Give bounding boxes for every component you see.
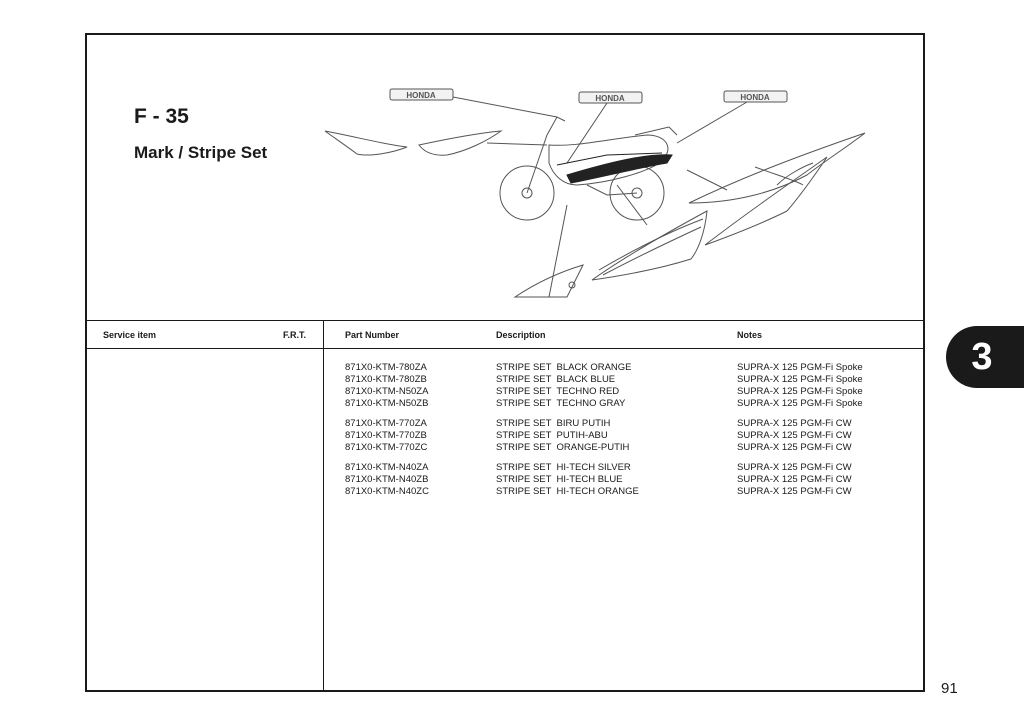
- page-number: 91: [941, 680, 958, 697]
- part-description: STRIPE SET TECHNO RED: [496, 386, 620, 397]
- table-row: 871X0-KTM-770ZA STRIPE SET BIRU PUTIH SU…: [87, 418, 923, 430]
- section-number: 3: [971, 336, 993, 378]
- part-notes: SUPRA-X 125 PGM-Fi CW: [737, 462, 852, 473]
- table-row: 871X0-KTM-770ZC STRIPE SET ORANGE-PUTIH …: [87, 442, 923, 454]
- part-description: STRIPE SET HI-TECH ORANGE: [496, 486, 639, 497]
- part-notes: SUPRA-X 125 PGM-Fi CW: [737, 474, 852, 485]
- part-description: STRIPE SET HI-TECH BLUE: [496, 474, 623, 485]
- part-notes: SUPRA-X 125 PGM-Fi CW: [737, 430, 852, 441]
- part-description: STRIPE SET ORANGE-PUTIH: [496, 442, 630, 453]
- part-group-3: 871X0-KTM-N40ZA STRIPE SET HI-TECH SILVE…: [87, 462, 923, 498]
- figure-code: F - 35: [134, 105, 189, 128]
- part-number: 871X0-KTM-N50ZA: [345, 386, 429, 397]
- table-row: 871X0-KTM-N40ZC STRIPE SET HI-TECH ORANG…: [87, 486, 923, 498]
- part-number: 871X0-KTM-N50ZB: [345, 398, 429, 409]
- table-top-rule: [87, 320, 923, 321]
- honda-decal-2: HONDA: [578, 91, 643, 104]
- part-group-2: 871X0-KTM-770ZA STRIPE SET BIRU PUTIH SU…: [87, 418, 923, 454]
- part-description: STRIPE SET BLACK BLUE: [496, 374, 616, 385]
- honda-decal-1: HONDA: [389, 88, 454, 101]
- part-notes: SUPRA-X 125 PGM-Fi CW: [737, 418, 852, 429]
- table-row: 871X0-KTM-N40ZA STRIPE SET HI-TECH SILVE…: [87, 462, 923, 474]
- table-row: 871X0-KTM-770ZB STRIPE SET PUTIH-ABU SUP…: [87, 430, 923, 442]
- col-description: Description: [496, 330, 546, 340]
- col-service-item: Service item: [103, 330, 157, 340]
- part-description: STRIPE SET BLACK ORANGE: [496, 362, 632, 373]
- parts-table-body: 871X0-KTM-780ZA STRIPE SET BLACK ORANGE …: [87, 362, 923, 506]
- part-group-1: 871X0-KTM-780ZA STRIPE SET BLACK ORANGE …: [87, 362, 923, 410]
- honda-decal-3-text: HONDA: [740, 93, 770, 102]
- column-divider: [323, 320, 324, 690]
- table-row: 871X0-KTM-780ZB STRIPE SET BLACK BLUE SU…: [87, 374, 923, 386]
- part-notes: SUPRA-X 125 PGM-Fi Spoke: [737, 398, 863, 409]
- part-number: 871X0-KTM-780ZB: [345, 374, 427, 385]
- part-description: STRIPE SET PUTIH-ABU: [496, 430, 608, 441]
- part-description: STRIPE SET TECHNO GRAY: [496, 398, 626, 409]
- table-row: 871X0-KTM-N50ZA STRIPE SET TECHNO RED SU…: [87, 386, 923, 398]
- part-number: 871X0-KTM-N40ZB: [345, 474, 429, 485]
- part-number: 871X0-KTM-770ZA: [345, 418, 427, 429]
- part-number: 871X0-KTM-770ZB: [345, 430, 427, 441]
- col-notes: Notes: [737, 330, 763, 340]
- parts-diagram: HONDA HONDA HONDA: [324, 88, 866, 298]
- part-notes: SUPRA-X 125 PGM-Fi CW: [737, 442, 852, 453]
- honda-decal-1-text: HONDA: [406, 91, 436, 100]
- honda-decal-3: HONDA: [723, 90, 788, 103]
- part-notes: SUPRA-X 125 PGM-Fi Spoke: [737, 362, 863, 373]
- part-number: 871X0-KTM-780ZA: [345, 362, 427, 373]
- section-tab: 3: [946, 326, 1024, 388]
- table-row: 871X0-KTM-780ZA STRIPE SET BLACK ORANGE …: [87, 362, 923, 374]
- illustration-area: F - 35 Mark / Stripe Set HONDA HONDA HON…: [87, 35, 923, 320]
- part-description: STRIPE SET BIRU PUTIH: [496, 418, 611, 429]
- part-number: 871X0-KTM-770ZC: [345, 442, 428, 453]
- table-header-rule: [87, 348, 923, 349]
- part-notes: SUPRA-X 125 PGM-Fi Spoke: [737, 386, 863, 397]
- part-notes: SUPRA-X 125 PGM-Fi Spoke: [737, 374, 863, 385]
- part-description: STRIPE SET HI-TECH SILVER: [496, 462, 631, 473]
- table-row: 871X0-KTM-N40ZB STRIPE SET HI-TECH BLUE …: [87, 474, 923, 486]
- catalog-frame: F - 35 Mark / Stripe Set HONDA HONDA HON…: [85, 33, 925, 692]
- table-row: 871X0-KTM-N50ZB STRIPE SET TECHNO GRAY S…: [87, 398, 923, 410]
- honda-decal-2-text: HONDA: [595, 94, 625, 103]
- part-notes: SUPRA-X 125 PGM-Fi CW: [737, 486, 852, 497]
- part-number: 871X0-KTM-N40ZA: [345, 462, 429, 473]
- col-part-number: Part Number: [345, 330, 400, 340]
- part-number: 871X0-KTM-N40ZC: [345, 486, 429, 497]
- col-frt: F.R.T.: [283, 330, 307, 340]
- figure-title: Mark / Stripe Set: [134, 143, 268, 162]
